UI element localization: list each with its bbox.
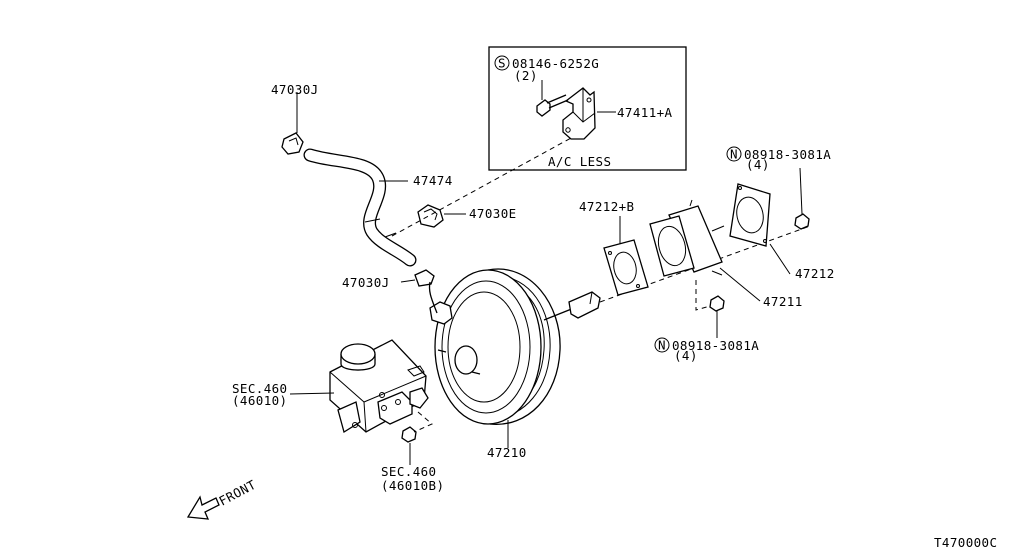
nut-lower-part-label: 08918-3081A [672,338,759,353]
nut-lower-qty-label: (4) [674,348,698,363]
nut-sec-icon [401,426,417,443]
nut-lower-icon [709,295,725,312]
hose-clamp-mid-label: 47030E [469,206,517,221]
master-cyl-ref-label: (46010) [232,393,287,408]
hose-clamp-upper-label: 47030J [271,82,319,97]
nut-sec-label: SEC.460 [381,464,436,479]
bolt-qty-label: (2) [514,68,538,83]
ac-less-label: A/C LESS [548,154,611,169]
booster-label: 47210 [487,445,527,460]
bolt-icon [536,94,569,117]
nut-upper-part-label: 08918-3081A [744,147,831,162]
hose-clamp-lower-icon [414,269,435,287]
hose-clamp-mid-icon [417,204,444,228]
vacuum-hose-label: 47474 [413,173,453,188]
svg-text:S: S [498,56,506,71]
push-rod [543,291,601,321]
ac-less-inset: S 08146-6252G (2) 47411+A A/C LESS [488,46,687,171]
svg-text:N: N [658,338,666,353]
spacer [649,199,725,277]
front-arrow-icon [186,495,220,520]
brake-booster [428,268,561,425]
master-cylinder [329,339,429,434]
nut-sec-ref-label: (46010B) [381,478,444,493]
gasket [729,183,771,247]
front-label: FRONT [216,477,258,509]
gasket-b [603,239,649,296]
gasket-b-label: 47212+B [579,199,634,214]
bolt-symbol-icon [494,55,510,71]
gasket-label: 47212 [795,266,835,281]
hose-clamp-upper-icon [281,132,304,155]
master-cyl-sec-label: SEC.460 [232,381,287,396]
svg-text:N: N [730,147,738,162]
diagram-code: T470000C [934,535,997,550]
spacer-label: 47211 [763,294,803,309]
nut-symbol-upper-icon [726,146,742,162]
vacuum-hose [303,148,417,267]
bracket-label: 47411+A [617,105,673,120]
hose-clamp-lower-label: 47030J [342,275,390,290]
nut-upper-icon [794,213,810,230]
nut-upper-qty-label: (4) [746,157,770,172]
bolt-part-label: 08146-6252G [512,56,599,71]
nut-symbol-lower-icon [654,337,670,353]
